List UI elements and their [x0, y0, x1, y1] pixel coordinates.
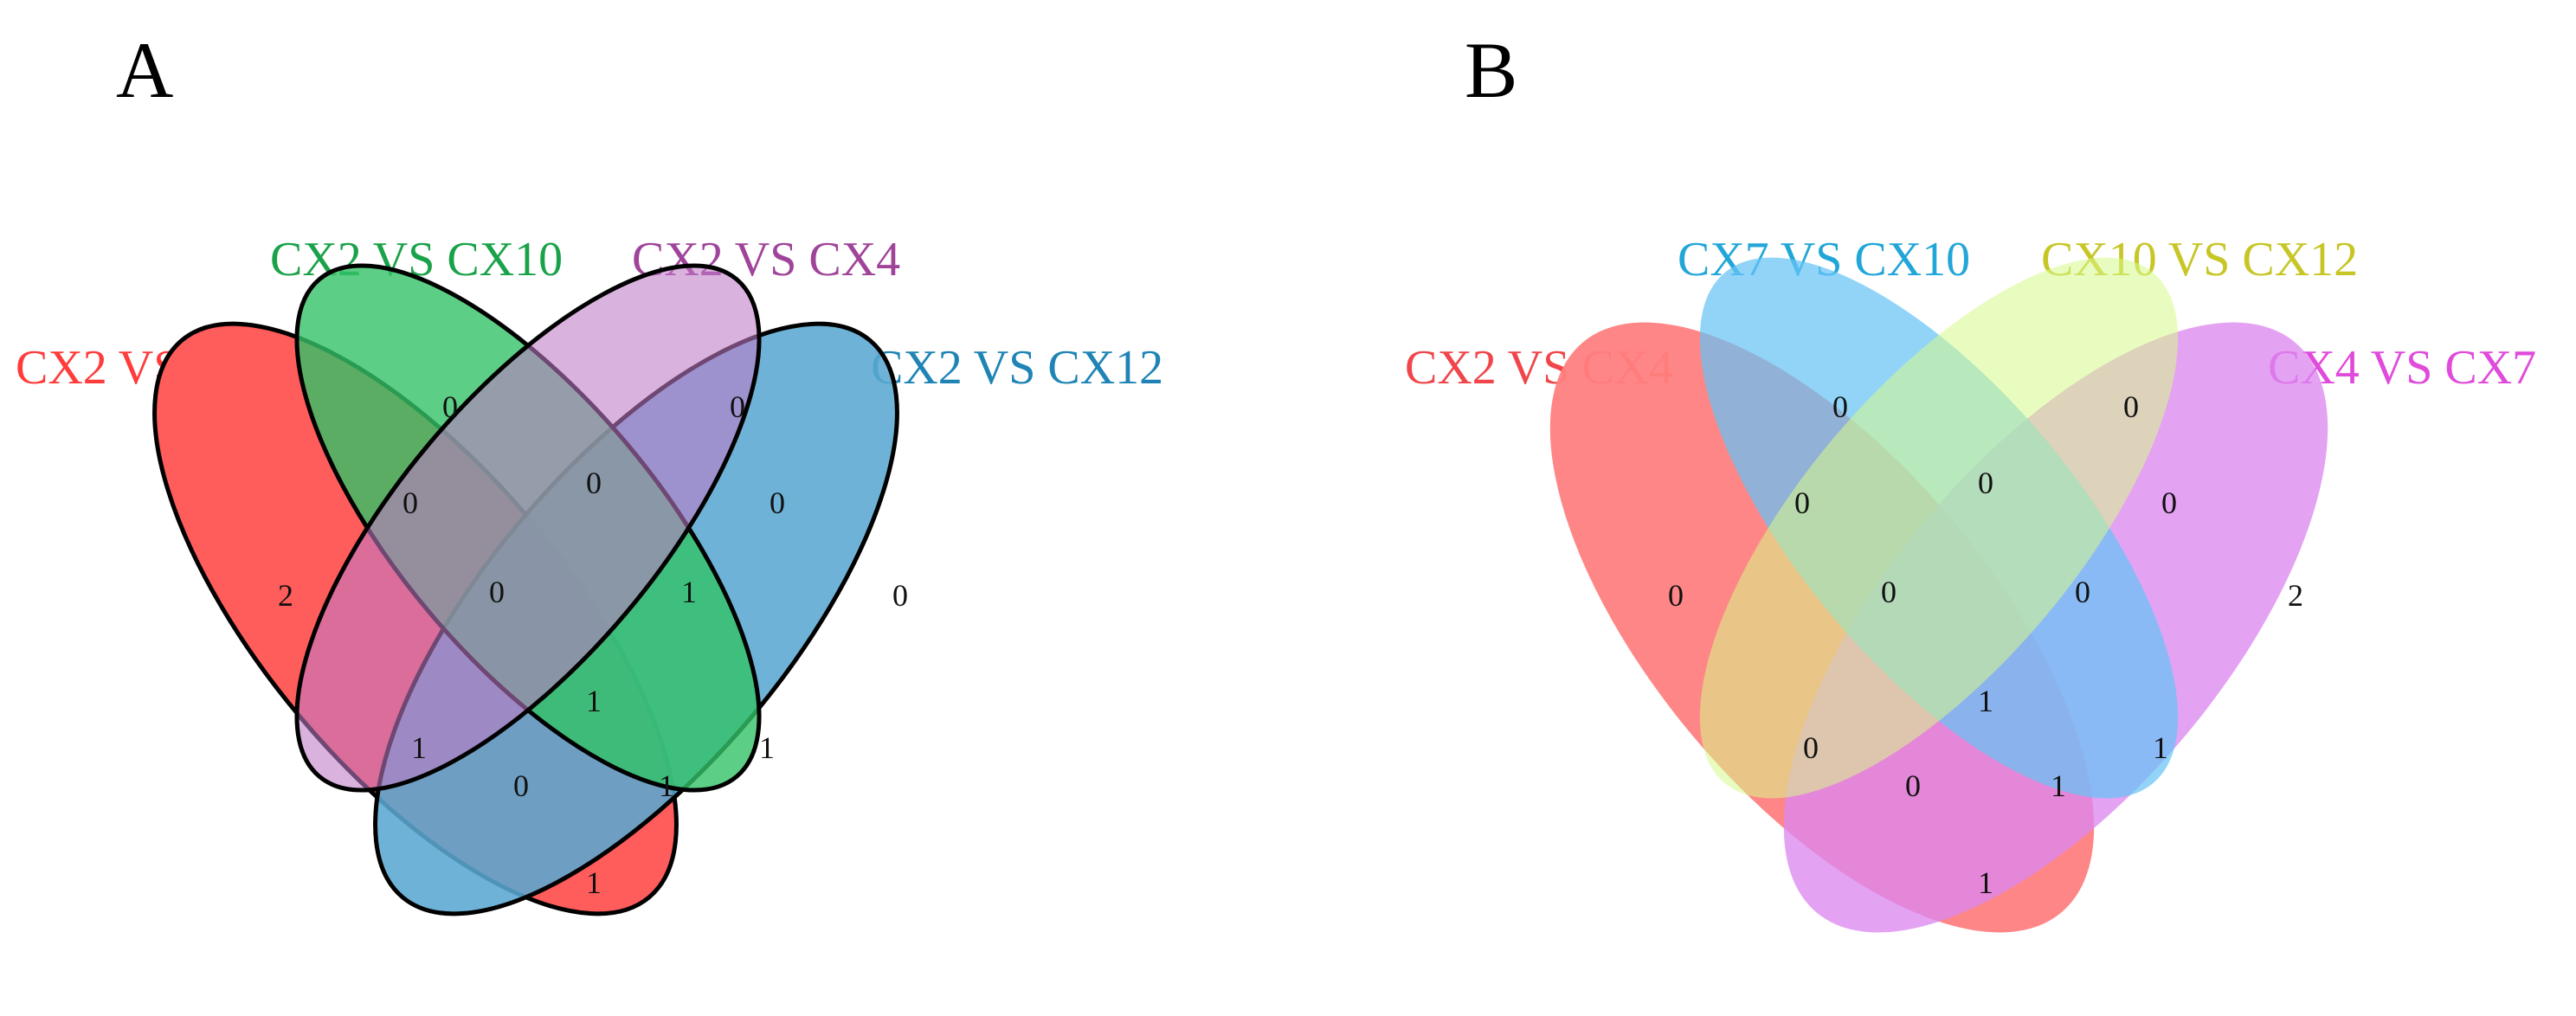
panel-b-region-label: 0 — [1794, 485, 1810, 520]
panel-a-set-label-4: CX2 VS CX12 — [871, 341, 1163, 395]
panel-a-region-label: 1 — [586, 865, 602, 900]
panel-a-region-label: 1 — [759, 730, 775, 765]
panel-a-region-label: 1 — [659, 768, 674, 803]
panel-b-region-label: 0 — [1881, 575, 1897, 609]
panel-a-region-label: 0 — [730, 389, 745, 424]
panel-b-ellipse-3 — [1699, 257, 2179, 799]
panel-b-region-label: 0 — [2161, 485, 2177, 520]
panel-b-region-label: 1 — [1978, 684, 1993, 718]
panel-b-region-label: 0 — [1803, 730, 1819, 765]
panel-a-region-label: 0 — [489, 575, 505, 609]
panel-a-region-label: 0 — [513, 768, 529, 803]
panel-b-region-label: 0 — [1978, 466, 1993, 500]
panel-a-region-label: 1 — [411, 730, 427, 765]
panel-a: A CX2 VS CX7 CX2 VS CX10 CX2 VS CX4 CX2 … — [16, 26, 1163, 916]
panel-a-region-label: 1 — [586, 684, 602, 718]
panel-b-region-label: 0 — [1832, 389, 1848, 424]
panel-b-region-label: 0 — [1668, 578, 1684, 613]
panel-a-region-label: 2 — [278, 578, 293, 613]
panel-b-region-label: 0 — [2075, 575, 2090, 609]
panel-a-region-label: 0 — [402, 485, 418, 520]
panel-b-region-label: 2 — [2288, 578, 2303, 613]
panel-b-region-label: 0 — [2123, 389, 2139, 424]
panel-b-region-label: 1 — [2051, 768, 2066, 803]
panel-a-region-label: 0 — [442, 389, 458, 424]
panel-a-ellipse-3 — [294, 263, 762, 793]
panel-b-region-label: 1 — [2153, 730, 2168, 765]
panel-a-region-label: 0 — [770, 485, 785, 520]
panel-a-region-label: 0 — [586, 466, 602, 500]
panel-a-letter: A — [116, 26, 173, 114]
panel-a-region-label: 0 — [892, 578, 908, 613]
panel-b-region-label: 0 — [1905, 768, 1921, 803]
panel-a-region-label: 1 — [681, 575, 697, 609]
panel-b-letter: B — [1465, 26, 1517, 114]
panel-b: B CX2 VS CX4 CX7 VS CX10 CX10 VS CX12 CX… — [1405, 26, 2536, 933]
panel-b-region-label: 1 — [1978, 865, 1993, 900]
